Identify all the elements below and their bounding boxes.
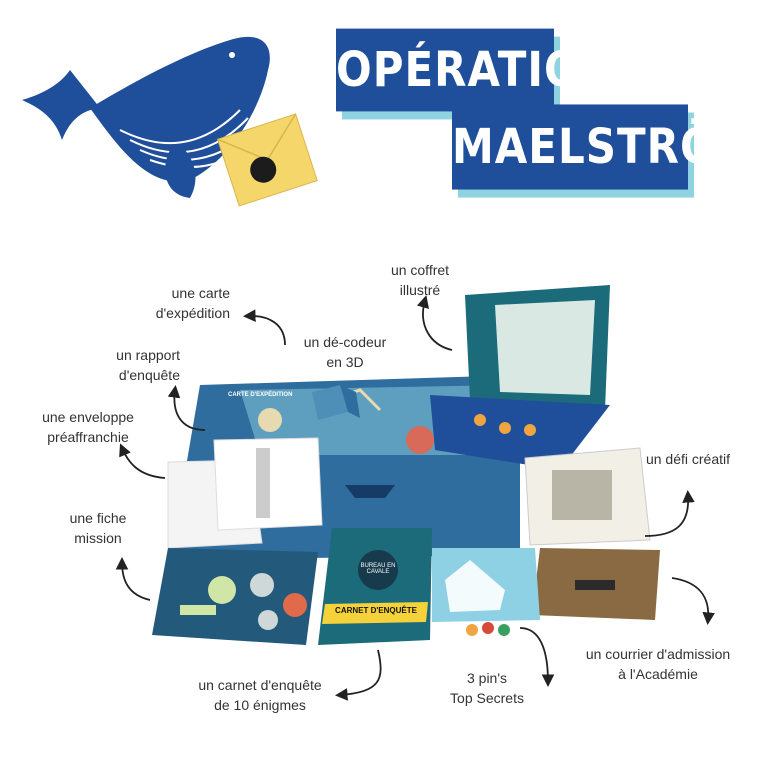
label-coffret-line-1: un coffret — [390, 262, 450, 278]
label-carnet-line-1: un carnet d'enquête — [198, 677, 322, 693]
label-carte: une carte d'expédition — [130, 283, 230, 323]
label-pins-line-2: Top Secrets — [450, 690, 524, 706]
label-fiche-line-1: une fiche — [69, 510, 127, 526]
label-decodeur-line-2: en 3D — [326, 354, 364, 370]
map-title: CARTE D'EXPÉDITION — [228, 392, 293, 398]
label-carte-line-1: une carte — [171, 285, 230, 301]
label-rapport: un rapport d'enquête — [80, 345, 180, 385]
label-fiche-line-2: mission — [74, 530, 122, 546]
label-defi-line-1: un défi créatif — [645, 451, 731, 467]
label-decodeur: un dé-codeur en 3D — [295, 332, 395, 372]
label-pins: 3 pin's Top Secrets — [432, 668, 542, 708]
label-pins-line-1: 3 pin's — [466, 670, 508, 686]
seal-text: BUREAU EN CAVALE — [360, 563, 396, 575]
label-carnet: un carnet d'enquête de 10 énigmes — [180, 675, 340, 715]
carnet-cover-title: CARNET D'ENQUÊTE — [335, 606, 417, 615]
label-fiche: une fiche mission — [48, 508, 148, 548]
label-carte-line-2: d'expédition — [155, 305, 230, 321]
label-defi: un défi créatif — [628, 449, 748, 469]
label-enveloppe: une enveloppe préaffranchie — [18, 407, 158, 447]
label-courrier: un courrier d'admission à l'Académie — [568, 644, 748, 684]
label-carnet-line-2: de 10 énigmes — [214, 697, 306, 713]
label-enveloppe-line-1: une enveloppe — [42, 409, 134, 425]
label-rapport-line-1: un rapport — [116, 347, 180, 363]
label-enveloppe-line-2: préaffranchie — [47, 429, 129, 445]
label-coffret-line-2: illustré — [399, 282, 441, 298]
label-courrier-line-2: à l'Académie — [618, 666, 698, 682]
label-rapport-line-2: d'enquête — [118, 367, 180, 383]
label-decodeur-line-1: un dé-codeur — [303, 334, 387, 350]
label-coffret: un coffret illustré — [370, 260, 470, 300]
label-courrier-line-1: un courrier d'admission — [585, 646, 731, 662]
